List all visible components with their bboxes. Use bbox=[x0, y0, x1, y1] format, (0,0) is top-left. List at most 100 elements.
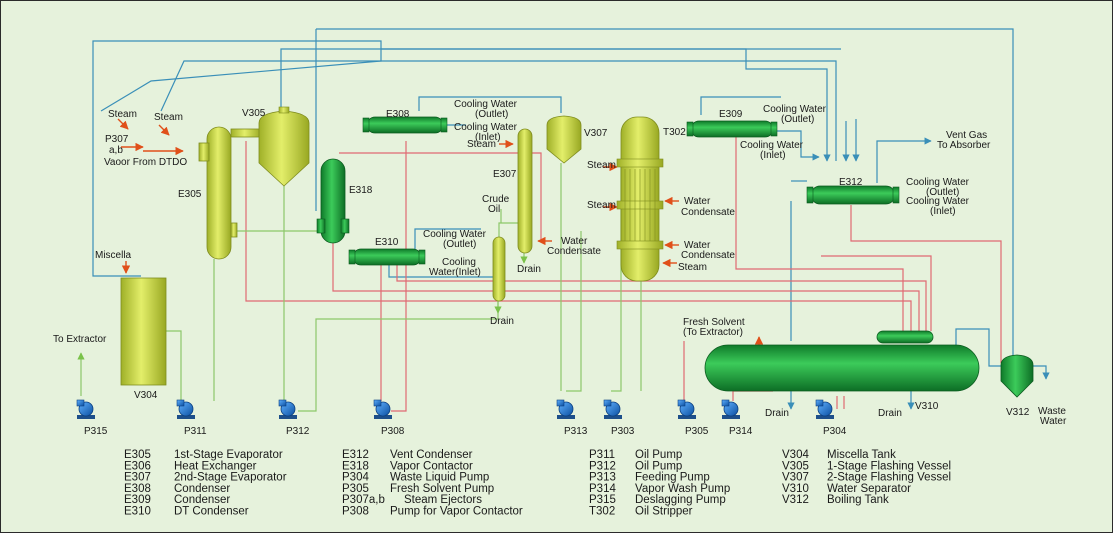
legend-code: P311 bbox=[589, 449, 615, 461]
label-e312-cw-2: (Outlet) bbox=[926, 187, 959, 198]
solvent-lines bbox=[245, 129, 1002, 412]
pump-p313: P313 bbox=[556, 399, 588, 437]
label-e308: E308 bbox=[386, 109, 410, 120]
legend-code: P308 bbox=[342, 506, 369, 518]
legend-code: P314 bbox=[589, 483, 616, 495]
legend-desc: 1st-Stage Evaporator bbox=[174, 449, 283, 461]
label-v305: V305 bbox=[242, 108, 266, 119]
legend-desc: Oil Pump bbox=[635, 460, 682, 472]
pump-label: P313 bbox=[564, 426, 588, 437]
legend-desc: Condenser bbox=[174, 483, 230, 495]
label-e309-cw-outlet-1: Cooling Water bbox=[763, 104, 827, 115]
stream-labels: Steam Steam P307 a,b Vaoor From DTDO Mis… bbox=[53, 99, 1067, 427]
label-e310-cw-outlet-2: (Outlet) bbox=[443, 239, 476, 250]
steam-arrows bbox=[117, 118, 764, 347]
label-e309-cw-outlet-2: (Outlet) bbox=[781, 114, 814, 125]
label-e307-water-2: Condensate bbox=[547, 246, 601, 257]
legend-desc: Feeding Pump bbox=[635, 472, 710, 484]
label-e312: E312 bbox=[839, 177, 863, 188]
label-e307-water-1: Water bbox=[561, 236, 588, 247]
label-fresh-solvent-2: (To Extractor) bbox=[683, 327, 743, 338]
pump-label: P308 bbox=[381, 426, 405, 437]
legend-desc: Vent Condenser bbox=[390, 449, 473, 461]
legend-code: T302 bbox=[589, 506, 615, 518]
label-t302: T302 bbox=[663, 127, 686, 138]
v312-boiling-tank bbox=[1000, 354, 1034, 398]
v305-flashing-vessel bbox=[258, 106, 310, 187]
legend-code: P312 bbox=[589, 460, 616, 472]
label-crude-oil-2: Oil bbox=[488, 204, 500, 215]
e318-vapor-contactor bbox=[316, 158, 350, 244]
label-waste-water-2: Water bbox=[1040, 416, 1067, 427]
label-e308-cw-outlet-1: Cooling Water bbox=[454, 99, 518, 110]
legend-code: P307a,b bbox=[342, 494, 385, 506]
legend-code: P313 bbox=[589, 472, 616, 484]
pump-label: P314 bbox=[729, 426, 753, 437]
label-crude-oil-1: Crude bbox=[482, 194, 510, 205]
legend-desc: 1-Stage Flashing Vessel bbox=[827, 460, 951, 472]
legend-desc: 2-Stage Flashing Vessel bbox=[827, 472, 951, 484]
v310-water-separator bbox=[704, 330, 980, 392]
label-drain-1: Drain bbox=[517, 264, 541, 275]
legend-desc: Waste Liquid Pump bbox=[390, 472, 489, 484]
legend-code: E307 bbox=[124, 472, 151, 484]
label-p307-ab: a,b bbox=[109, 145, 123, 156]
legend-desc: Heat Exchanger bbox=[174, 460, 257, 472]
pump-p311: P311 bbox=[176, 399, 207, 437]
oil-lines bbox=[77, 132, 642, 412]
legend-desc: Steam Ejectors bbox=[404, 494, 482, 506]
label-e305: E305 bbox=[178, 189, 202, 200]
label-e309: E309 bbox=[719, 109, 743, 120]
legend-desc: Condenser bbox=[174, 494, 230, 506]
label-e308-cw-inlet-2: (Inlet) bbox=[475, 132, 501, 143]
label-t302-water-2b: Condensate bbox=[681, 250, 735, 261]
label-v310: V310 bbox=[915, 401, 939, 412]
legend-desc: Water Separator bbox=[827, 483, 911, 495]
label-vapor-from-dtdo: Vaoor From DTDO bbox=[104, 157, 187, 168]
legend-desc: Deslagging Pump bbox=[635, 494, 726, 506]
label-t302-water-2a: Water bbox=[684, 240, 711, 251]
label-miscella: Miscella bbox=[95, 250, 132, 261]
heat-exchanger-column bbox=[492, 236, 506, 302]
label-e307-steam: Steam bbox=[467, 139, 496, 150]
legend-desc: Boiling Tank bbox=[827, 494, 889, 506]
pump-p303: P303 bbox=[603, 399, 635, 437]
legend-code: V304 bbox=[782, 449, 809, 461]
label-e309-cw-inlet-2: (Inlet) bbox=[760, 150, 786, 161]
pump-p314: P314 bbox=[721, 399, 753, 437]
t302-oil-stripper bbox=[616, 116, 664, 282]
label-drain-3: Drain bbox=[765, 408, 789, 419]
pump-label: P303 bbox=[611, 426, 635, 437]
pump-label: P304 bbox=[823, 426, 847, 437]
pump-p312: P312 bbox=[278, 399, 310, 437]
label-drain-2: Drain bbox=[490, 316, 514, 327]
label-vent-gas-1: Vent Gas bbox=[946, 130, 987, 141]
legend-code: E308 bbox=[124, 483, 151, 495]
pump-label: P311 bbox=[184, 426, 207, 437]
legend-desc: Miscella Tank bbox=[827, 449, 896, 461]
label-e310-cw-inlet-1: Cooling bbox=[442, 257, 476, 268]
label-t302-water-1a: Water bbox=[684, 196, 711, 207]
pump-p304: P304 bbox=[815, 399, 847, 437]
label-fresh-solvent-1: Fresh Solvent bbox=[683, 317, 745, 328]
legend-code: E306 bbox=[124, 460, 151, 472]
legend-desc: DT Condenser bbox=[174, 506, 249, 518]
legend-code: E309 bbox=[124, 494, 151, 506]
label-t302-steam-3: Steam bbox=[678, 262, 707, 273]
label-v304: V304 bbox=[134, 390, 158, 401]
legend-desc: 2nd-Stage Evaporator bbox=[174, 472, 287, 484]
label-v312: V312 bbox=[1006, 407, 1030, 418]
label-steam-2: Steam bbox=[154, 112, 183, 123]
legend-code: V307 bbox=[782, 472, 809, 484]
label-e310-cw-inlet-2: Water(Inlet) bbox=[429, 267, 481, 278]
pump-label: P315 bbox=[84, 426, 108, 437]
equipment-labels: V305 E308 E305 E318 E307 V307 T302 E309 … bbox=[134, 108, 1030, 418]
label-p307: P307 bbox=[105, 134, 129, 145]
